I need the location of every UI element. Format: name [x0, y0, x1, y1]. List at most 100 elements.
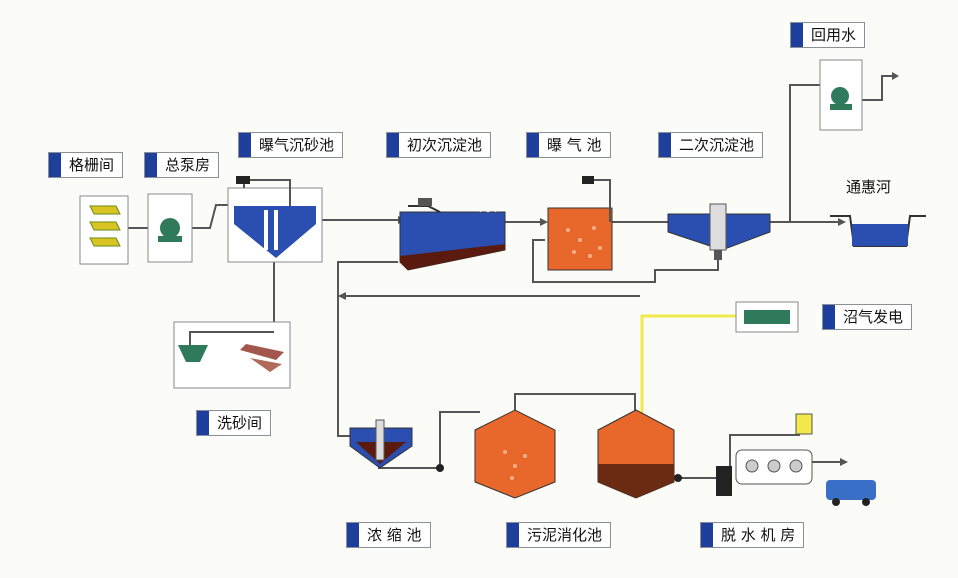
biogas-pipe — [640, 314, 738, 418]
bubble — [572, 250, 576, 254]
digester-1-unit — [474, 409, 556, 499]
aeration-tank-unit — [547, 176, 613, 271]
sand-washing-unit — [173, 321, 291, 389]
grit-pipe — [274, 210, 278, 250]
label-text: 初次沉淀池 — [407, 136, 483, 154]
pipe-reuse-line — [789, 84, 820, 222]
bubble — [598, 246, 602, 250]
arrow-icon — [540, 218, 548, 226]
pipe-return-sludge — [532, 239, 719, 283]
sand-pile — [250, 358, 282, 372]
bubble — [592, 226, 596, 230]
sand-line — [189, 331, 274, 345]
reuse-unit — [819, 59, 863, 131]
center-well — [709, 203, 727, 251]
grille-bar — [89, 237, 121, 247]
pump-unit — [147, 193, 193, 263]
river-unit — [830, 215, 926, 247]
pump-base — [158, 236, 182, 242]
primary-sludge — [400, 244, 505, 270]
bubble — [513, 464, 517, 468]
wheel-icon — [832, 498, 840, 506]
pump-base — [830, 104, 852, 110]
grit-pipe — [264, 210, 268, 250]
label-primary-clarifier: 初次沉淀池 — [386, 132, 492, 158]
junction-dot — [436, 464, 444, 472]
label-thickener: 浓 缩 池 — [346, 522, 431, 548]
label-text: 格栅间 — [69, 156, 115, 174]
label-dewatering-house: 脱 水 机 房 — [700, 522, 805, 548]
scraper-arm — [408, 205, 441, 213]
pump-icon — [831, 87, 849, 105]
bubble — [578, 238, 582, 242]
grit-chamber-unit — [227, 176, 323, 263]
label-text: 浓 缩 池 — [367, 526, 422, 544]
pipe-network — [128, 75, 892, 479]
label-text: 总泵房 — [165, 156, 211, 174]
arrow-icon — [892, 72, 899, 80]
roller — [789, 459, 803, 473]
label-reuse-water: 回用水 — [790, 22, 866, 48]
label-digester: 污泥消化池 — [506, 522, 612, 548]
label-text: 污泥消化池 — [527, 526, 603, 544]
pipe-dewater-feed — [729, 434, 800, 466]
label-pump-house: 总泵房 — [144, 152, 220, 178]
sludge-truck-icon — [826, 480, 876, 500]
label-aerated-grit: 曝气沉砂池 — [238, 132, 344, 158]
label-river: 通惠河 — [846, 178, 892, 196]
pipe-reuse-out — [862, 75, 892, 101]
junction-dot — [674, 474, 682, 482]
digester-1-tank — [474, 409, 556, 499]
label-text: 洗砂间 — [217, 414, 263, 432]
scraper-drive-icon — [418, 198, 432, 206]
grille-bar — [89, 221, 121, 231]
label-text: 沼气发电 — [843, 308, 904, 326]
label-sand-washing: 洗砂间 — [196, 410, 272, 436]
sludge-outlet — [714, 250, 722, 260]
pipe-junctions — [436, 464, 682, 482]
generator-icon — [744, 310, 790, 324]
bubble — [566, 228, 570, 232]
dewatering-unit — [716, 413, 876, 506]
arrow-icon — [840, 458, 848, 466]
bubble — [588, 254, 592, 258]
sand-pump-icon — [178, 345, 208, 362]
wave-icon — [479, 208, 497, 213]
digester-2-unit — [597, 409, 675, 499]
label-grille-room: 格栅间 — [48, 152, 124, 178]
label-text: 二次沉淀池 — [679, 136, 755, 154]
sand-classifier — [240, 344, 284, 360]
secondary-clarifier-unit — [667, 203, 771, 260]
digested-sludge — [598, 464, 674, 498]
thickener-drive — [375, 419, 385, 461]
arrow-icon — [838, 218, 846, 226]
feed-pump-icon — [716, 466, 732, 496]
polymer-tank — [795, 413, 813, 435]
air-line — [590, 179, 611, 222]
blower-icon — [582, 176, 594, 184]
thickener-unit — [349, 419, 413, 469]
roller — [767, 459, 781, 473]
label-text: 曝 气 池 — [547, 136, 602, 154]
pump-icon — [160, 218, 180, 238]
primary-clarifier-unit — [399, 198, 506, 271]
biogas-generator-unit — [735, 301, 799, 333]
river-water — [852, 224, 908, 246]
roller — [745, 459, 759, 473]
bubble — [523, 454, 527, 458]
pipe-pump-to-grit — [192, 204, 232, 229]
wheel-icon — [862, 498, 870, 506]
pipe-digester-link — [514, 393, 636, 418]
label-text: 曝气沉砂池 — [259, 136, 335, 154]
label-biogas-power: 沼气发电 — [822, 304, 913, 330]
bubble — [503, 450, 507, 454]
label-text: 回用水 — [811, 26, 857, 44]
pipe-primary-sludge — [337, 261, 398, 437]
arrow-icon — [338, 292, 346, 300]
grille-bar — [89, 205, 121, 215]
grille-unit — [79, 195, 129, 265]
label-text: 脱 水 机 房 — [721, 526, 796, 544]
blower-icon — [236, 176, 250, 184]
